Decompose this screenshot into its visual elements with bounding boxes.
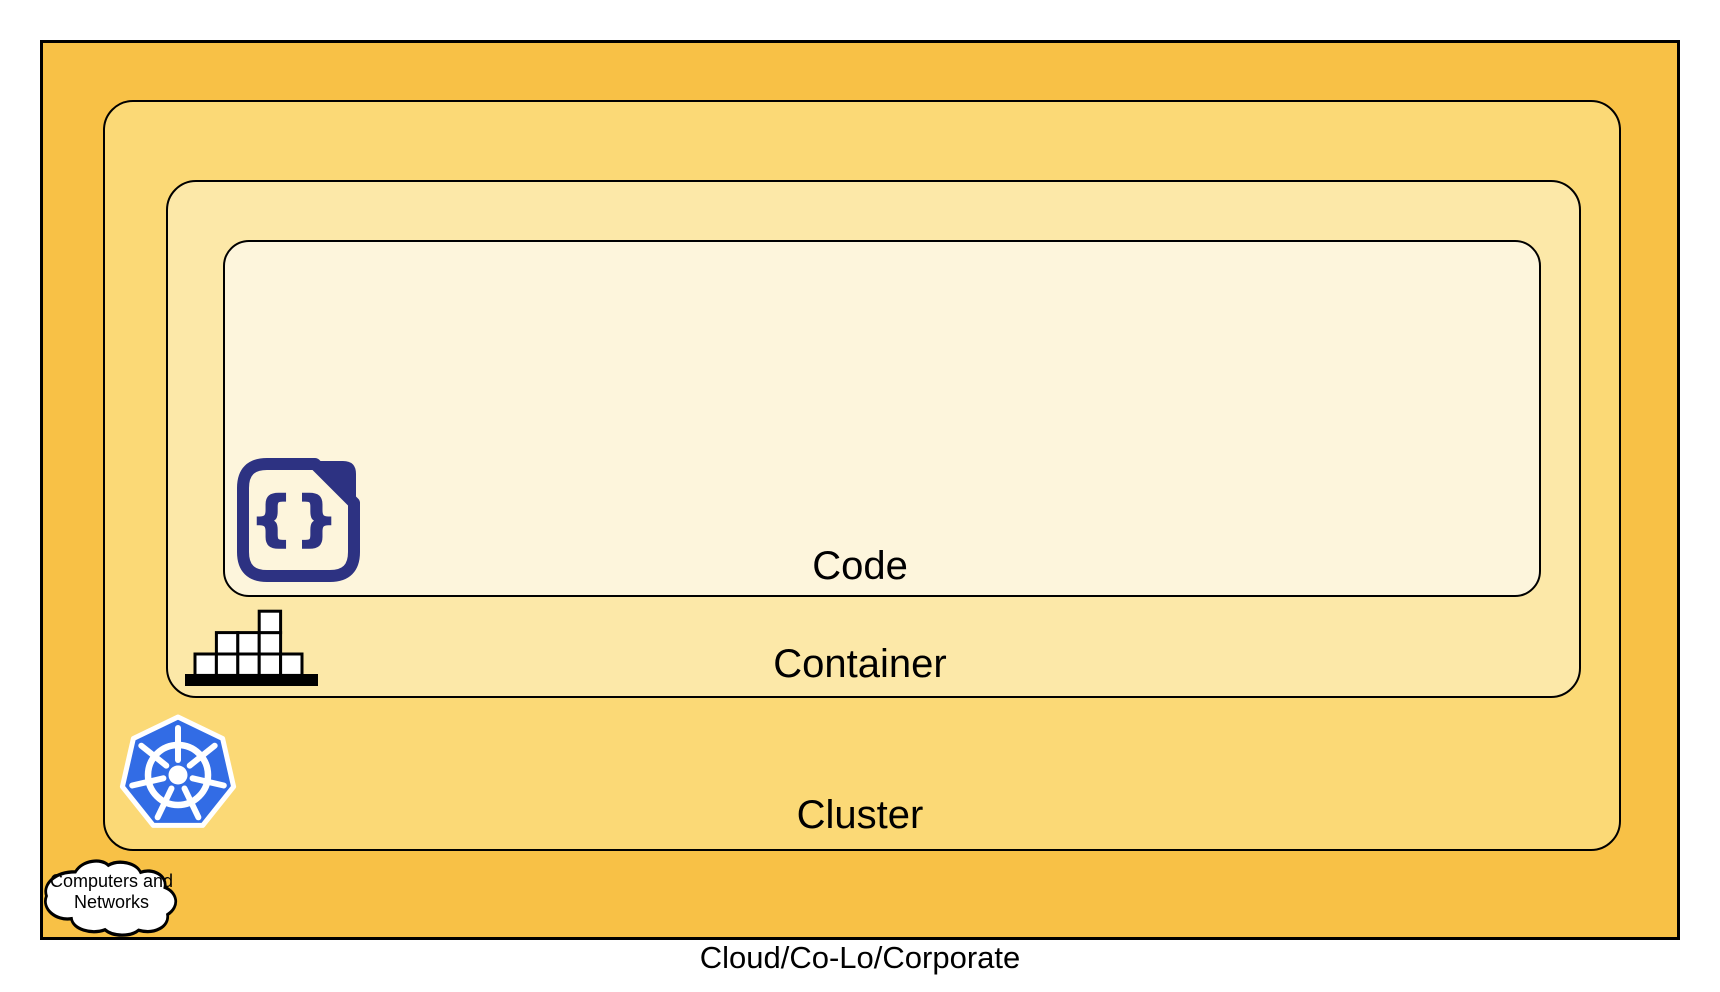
cloud-network-icon <box>38 851 185 943</box>
kubernetes-icon <box>117 713 239 835</box>
datacenter-label: Cloud/Co-Lo/Corporate Datacenter <box>0 870 1720 992</box>
layer-code <box>223 240 1541 597</box>
container-label: Container <box>773 642 947 686</box>
container-boxes-icon <box>185 608 318 686</box>
cluster-label: Cluster <box>796 793 924 837</box>
cloud-label: Computers and Networks <box>38 871 185 913</box>
code-file-icon: {} <box>237 458 360 582</box>
cloud-label-line2: Networks <box>73 892 149 912</box>
datacenter-label-line1: Cloud/Co-Lo/Corporate <box>699 940 1021 975</box>
code-braces-glyph: {} <box>251 484 342 552</box>
cloud-label-line1: Computers and <box>49 871 174 891</box>
code-label: Code <box>812 544 908 588</box>
